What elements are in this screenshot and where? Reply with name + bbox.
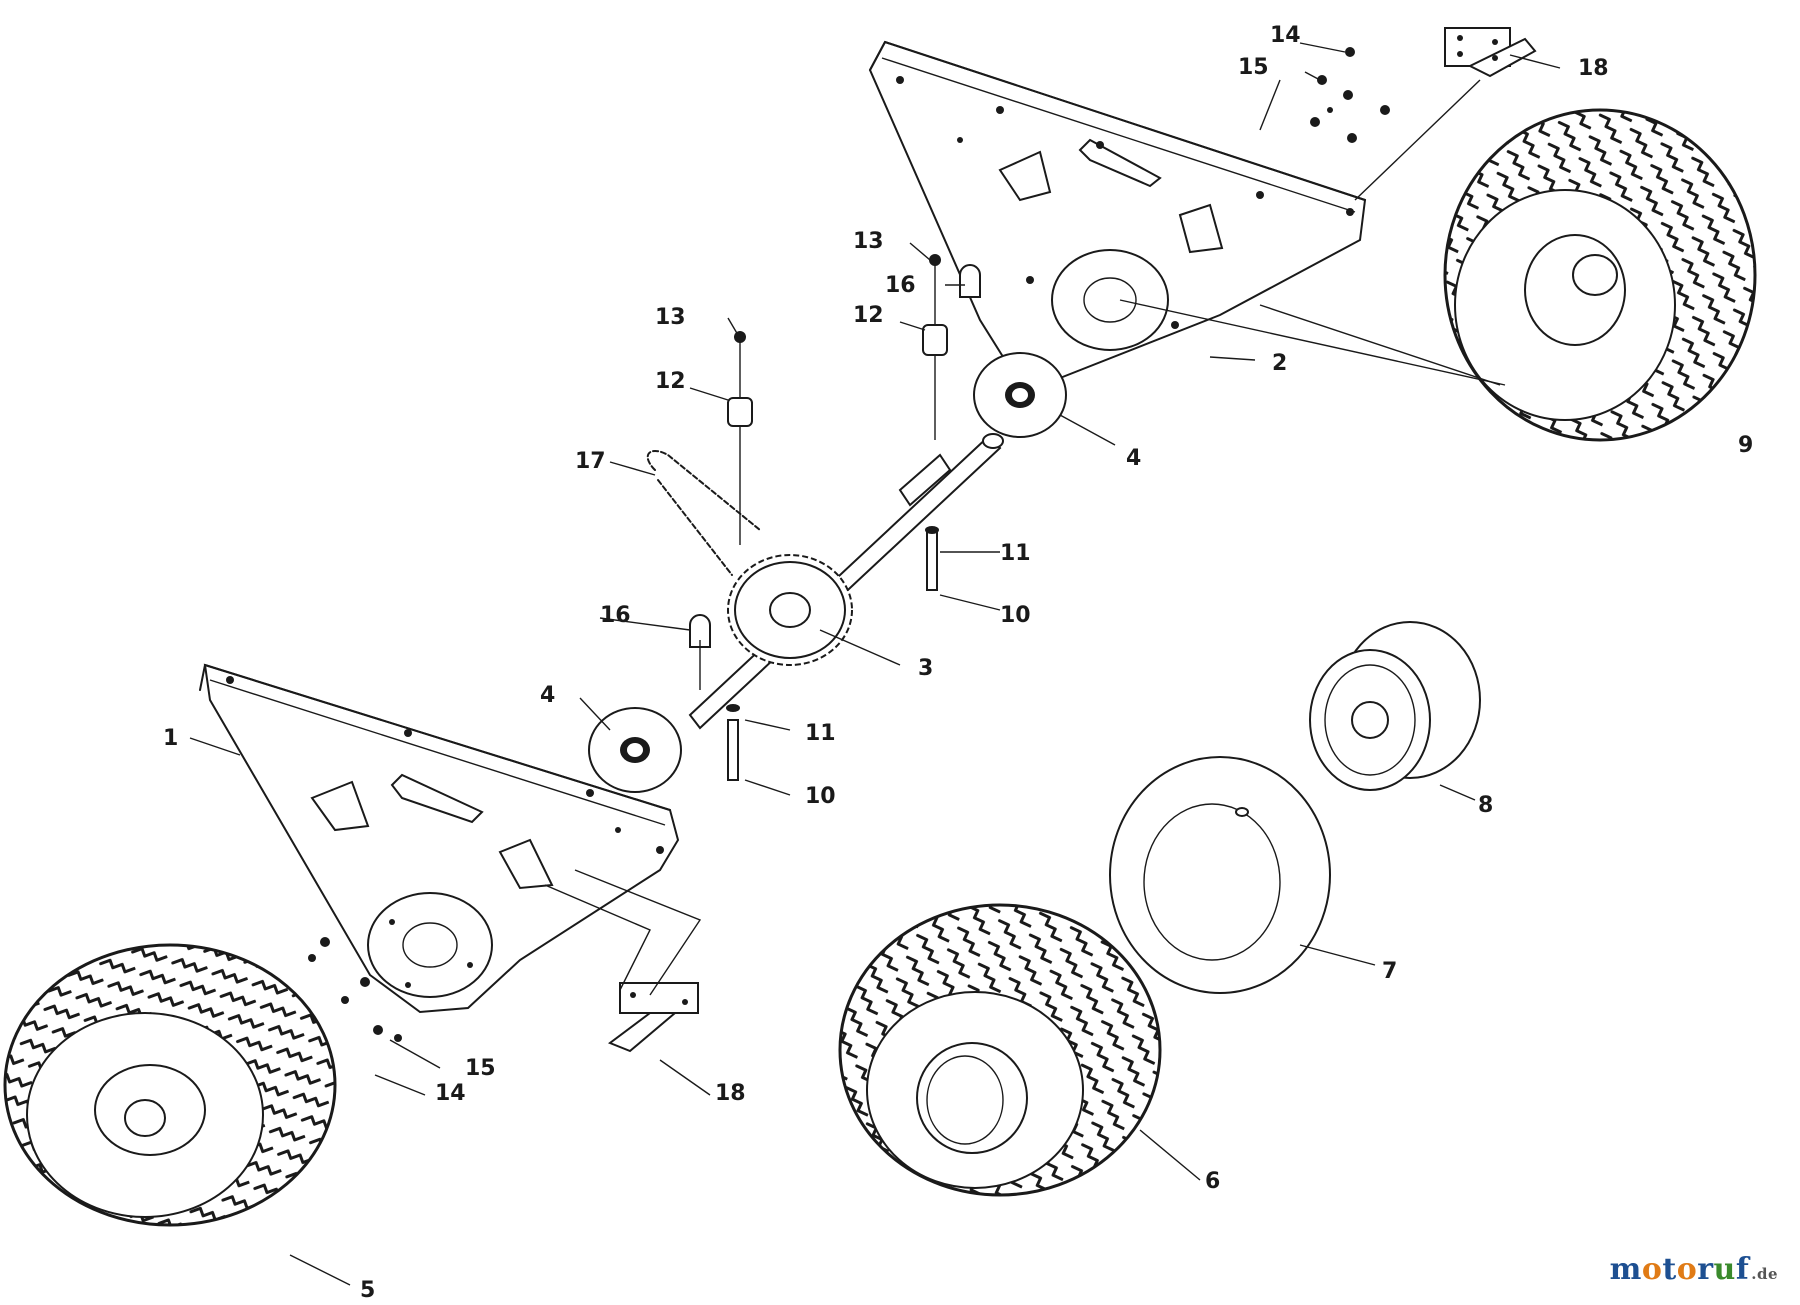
label-10-upper: 10 [1000,603,1031,628]
watermark-letter: o [1676,1252,1698,1287]
label-14-upper: 14 [1270,23,1301,48]
label-6: 6 [1205,1169,1220,1194]
sprocket [727,554,853,666]
wheel-left-assembled [3,943,337,1227]
label-18-upper: 18 [1578,56,1609,81]
label-3: 3 [918,656,933,681]
bearing-flange-lower [588,707,682,793]
hardware-set [308,47,1390,1042]
watermark-letter: t [1662,1252,1677,1287]
label-17: 17 [575,449,606,474]
side-plate-upper [868,40,1367,380]
label-4-lower: 4 [540,683,555,708]
bracket-lower [544,869,702,1053]
label-14-lower: 14 [435,1081,466,1106]
label-18-lower: 18 [715,1081,746,1106]
label-16-lower: 16 [600,603,631,628]
part-labels: 1 2 3 4 4 5 6 7 8 9 10 10 11 11 12 12 13… [163,23,1753,1303]
wheel-upper-right-assembled [1443,108,1757,442]
tire-right-loose [838,903,1162,1197]
watermark-letters: motoruf [1610,1252,1750,1287]
side-plate-lower [199,663,680,1014]
watermark-letter: r [1697,1252,1714,1287]
label-2: 2 [1272,351,1287,376]
label-13-upper: 13 [853,229,884,254]
label-15-lower: 15 [465,1056,496,1081]
leader-lines [189,42,1561,1286]
watermark-letter: m [1609,1252,1642,1287]
label-11-upper: 11 [1000,541,1031,566]
label-1: 1 [163,726,178,751]
drive-chain [646,450,761,576]
label-15-upper: 15 [1238,55,1269,80]
label-11-lower: 11 [805,721,836,746]
label-9: 9 [1738,433,1753,458]
watermark-letter: f [1735,1252,1750,1287]
label-8: 8 [1478,793,1493,818]
axle-shaft [688,433,1004,730]
bracket-upper [1354,27,1537,201]
bearing-flange-upper [973,352,1067,438]
watermark-letter: o [1641,1252,1663,1287]
rim [1309,621,1481,791]
label-5: 5 [360,1278,375,1303]
inner-tube [1109,756,1331,994]
label-4-upper: 4 [1126,446,1141,471]
watermark-letter: u [1713,1252,1736,1287]
watermark-tld: .de [1751,1265,1778,1283]
label-13-lower: 13 [655,305,686,330]
label-12-upper: 12 [853,303,884,328]
label-10-lower: 10 [805,784,836,809]
label-16-upper: 16 [885,273,916,298]
label-7: 7 [1382,959,1397,984]
label-12-lower: 12 [655,369,686,394]
motoruf-watermark-logo: motoruf.de [1610,1252,1778,1287]
